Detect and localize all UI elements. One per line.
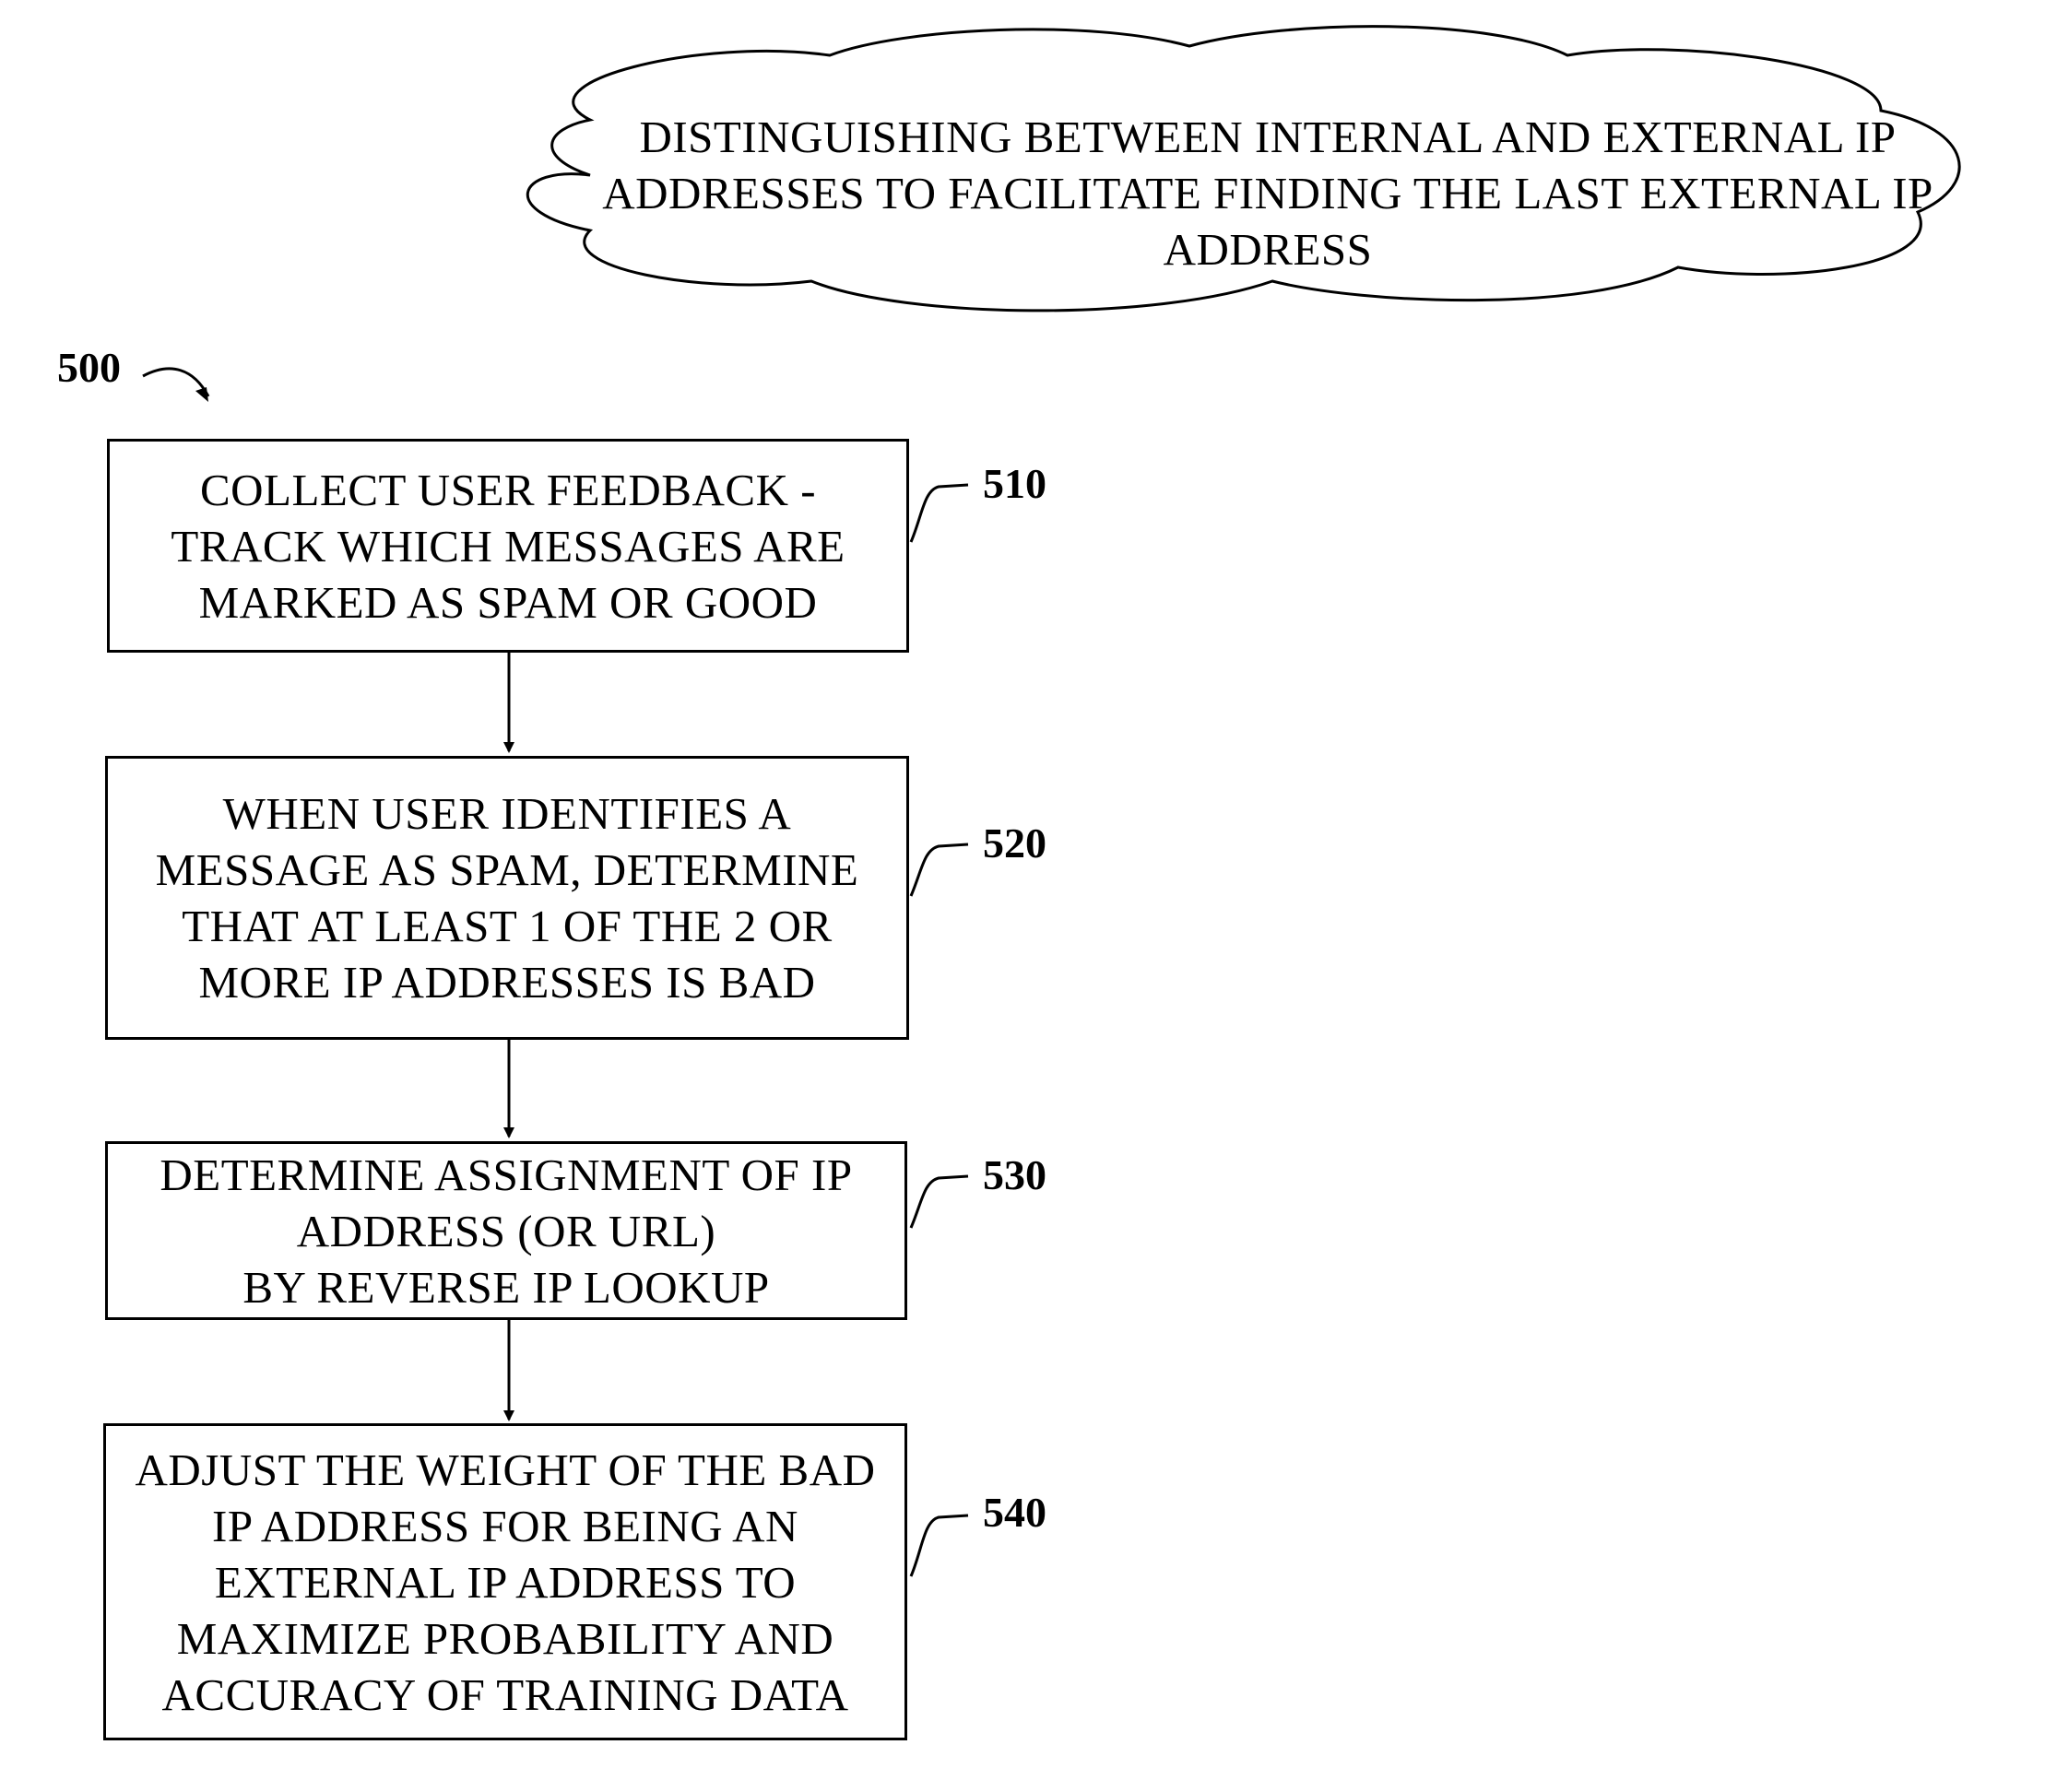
step-label-540: 540 <box>983 1488 1046 1537</box>
step-box-520: WHEN USER IDENTIFIES A MESSAGE AS SPAM, … <box>105 756 909 1040</box>
step-label-530: 530 <box>983 1150 1046 1199</box>
figure-ref-arrowhead <box>195 387 208 402</box>
step-label-510: 510 <box>983 459 1046 508</box>
step-text-540: ADJUST THE WEIGHT OF THE BAD IP ADDRESS … <box>135 1442 875 1723</box>
step-box-510: COLLECT USER FEEDBACK - TRACK WHICH MESS… <box>107 439 909 653</box>
step-box-540: ADJUST THE WEIGHT OF THE BAD IP ADDRESS … <box>103 1423 907 1740</box>
step-text-520: WHEN USER IDENTIFIES A MESSAGE AS SPAM, … <box>156 785 859 1010</box>
leader-530 <box>911 1176 968 1228</box>
figure-ref-label: 500 <box>57 343 121 392</box>
step-label-520: 520 <box>983 819 1046 867</box>
step-text-510: COLLECT USER FEEDBACK - TRACK WHICH MESS… <box>171 462 845 631</box>
step-text-530: DETERMINE ASSIGNMENT OF IP ADDRESS (OR U… <box>160 1147 852 1315</box>
leader-540 <box>911 1515 968 1576</box>
title-cloud-text: DISTINGUISHING BETWEEN INTERNAL AND EXTE… <box>553 109 1982 277</box>
step-box-530: DETERMINE ASSIGNMENT OF IP ADDRESS (OR U… <box>105 1141 907 1320</box>
leader-520 <box>911 844 968 896</box>
leader-510 <box>911 485 968 542</box>
